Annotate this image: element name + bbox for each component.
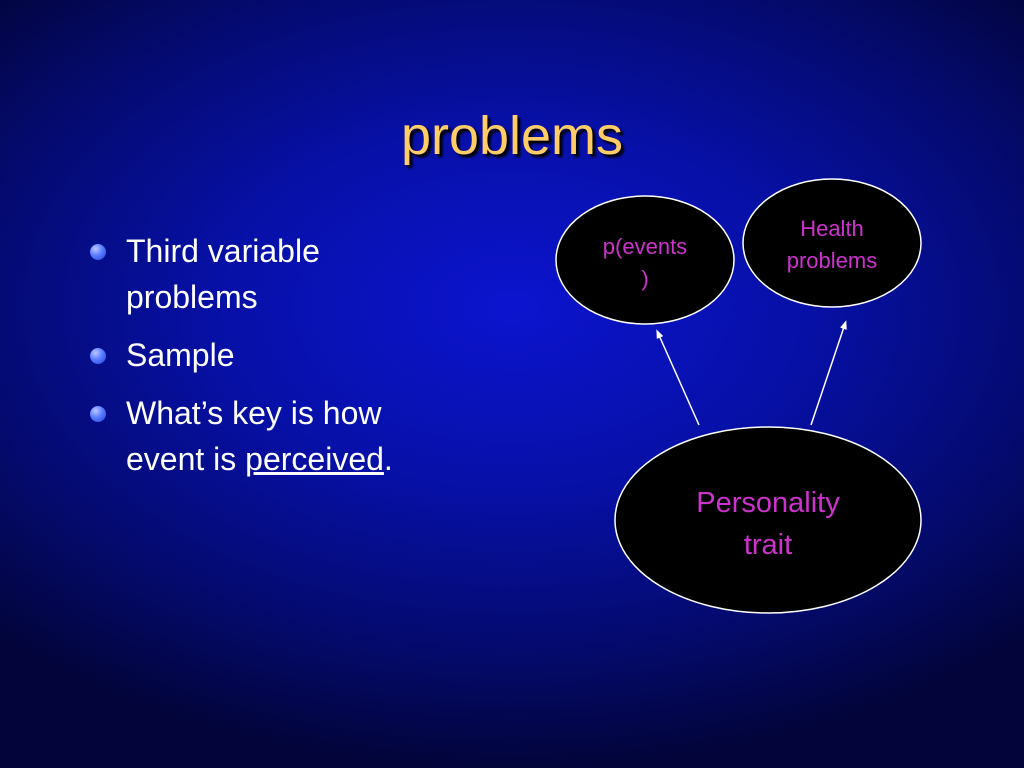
- bullet-dot-icon: [90, 406, 106, 422]
- slide-title: problems: [400, 106, 624, 166]
- edge-trait-to-events: [656, 329, 700, 426]
- node-events-label-line: p(events: [603, 234, 687, 259]
- bullet-line-prefix: event is: [126, 441, 246, 477]
- bullet-item-whats-key: What’s key is how event is perceived.: [88, 390, 508, 482]
- underlined-word-perceived: perceived: [245, 441, 384, 477]
- bullet-item-sample: Sample: [88, 332, 508, 378]
- bullet-item-third-variable: Third variable problems: [88, 228, 508, 320]
- edge-trait-to-health: [810, 320, 847, 426]
- bullet-list: Third variable problems Sample What’s ke…: [88, 228, 508, 494]
- node-health: Health problems: [742, 178, 922, 308]
- node-health-label-line: Health: [800, 216, 864, 241]
- bullet-line: Third variable: [126, 233, 320, 269]
- bullet-line-suffix: .: [383, 441, 393, 477]
- bullet-line: What’s key is how: [126, 395, 382, 431]
- node-trait: Personality trait: [614, 426, 922, 614]
- node-health-label-line: problems: [787, 248, 877, 273]
- bullet-line: Sample: [126, 337, 235, 373]
- bullet-dot-icon: [90, 348, 106, 364]
- node-trait-label-line: Personality: [696, 487, 840, 519]
- node-events-label-line: ): [641, 266, 648, 291]
- node-events: p(events ): [555, 195, 735, 325]
- bullet-dot-icon: [90, 244, 106, 260]
- node-trait-label-line: trait: [744, 529, 792, 561]
- bullet-line: problems: [126, 279, 258, 315]
